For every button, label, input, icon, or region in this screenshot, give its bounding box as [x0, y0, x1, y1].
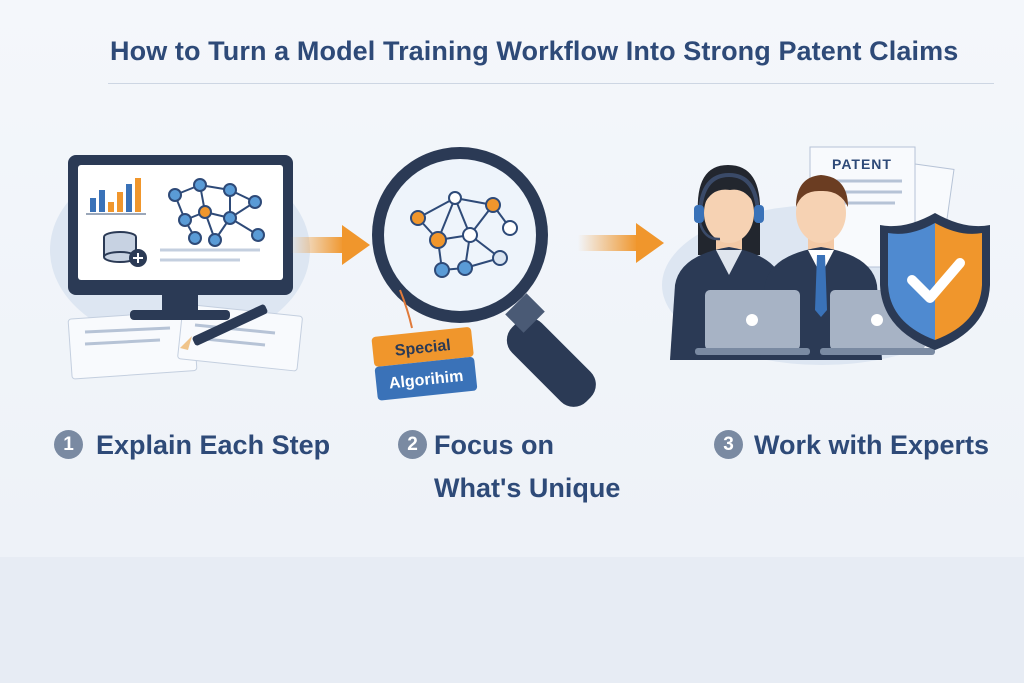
workstation-icon	[30, 140, 330, 390]
step-1-label: Explain Each Step	[96, 427, 330, 463]
special-algorithm-tag: Special Algorihim	[371, 327, 477, 401]
patent-label: PATENT	[832, 156, 892, 172]
step-2-label-line-2: What's Unique	[434, 470, 620, 506]
page-title: How to Turn a Model Training Workflow In…	[110, 36, 958, 67]
experts-icon: PATENT	[650, 135, 995, 370]
step-2-label-line-1: Focus on	[434, 427, 554, 463]
footer-band	[0, 557, 1024, 683]
title-divider	[108, 83, 994, 84]
step-2-number-badge: 2	[398, 430, 427, 459]
laptop-icon	[695, 290, 810, 355]
magnifier-icon: Special Algorihim	[360, 140, 620, 425]
step-3-number-badge: 3	[714, 430, 743, 459]
step-3-label: Work with Experts	[754, 427, 989, 463]
step-1-number-badge: 1	[54, 430, 83, 459]
